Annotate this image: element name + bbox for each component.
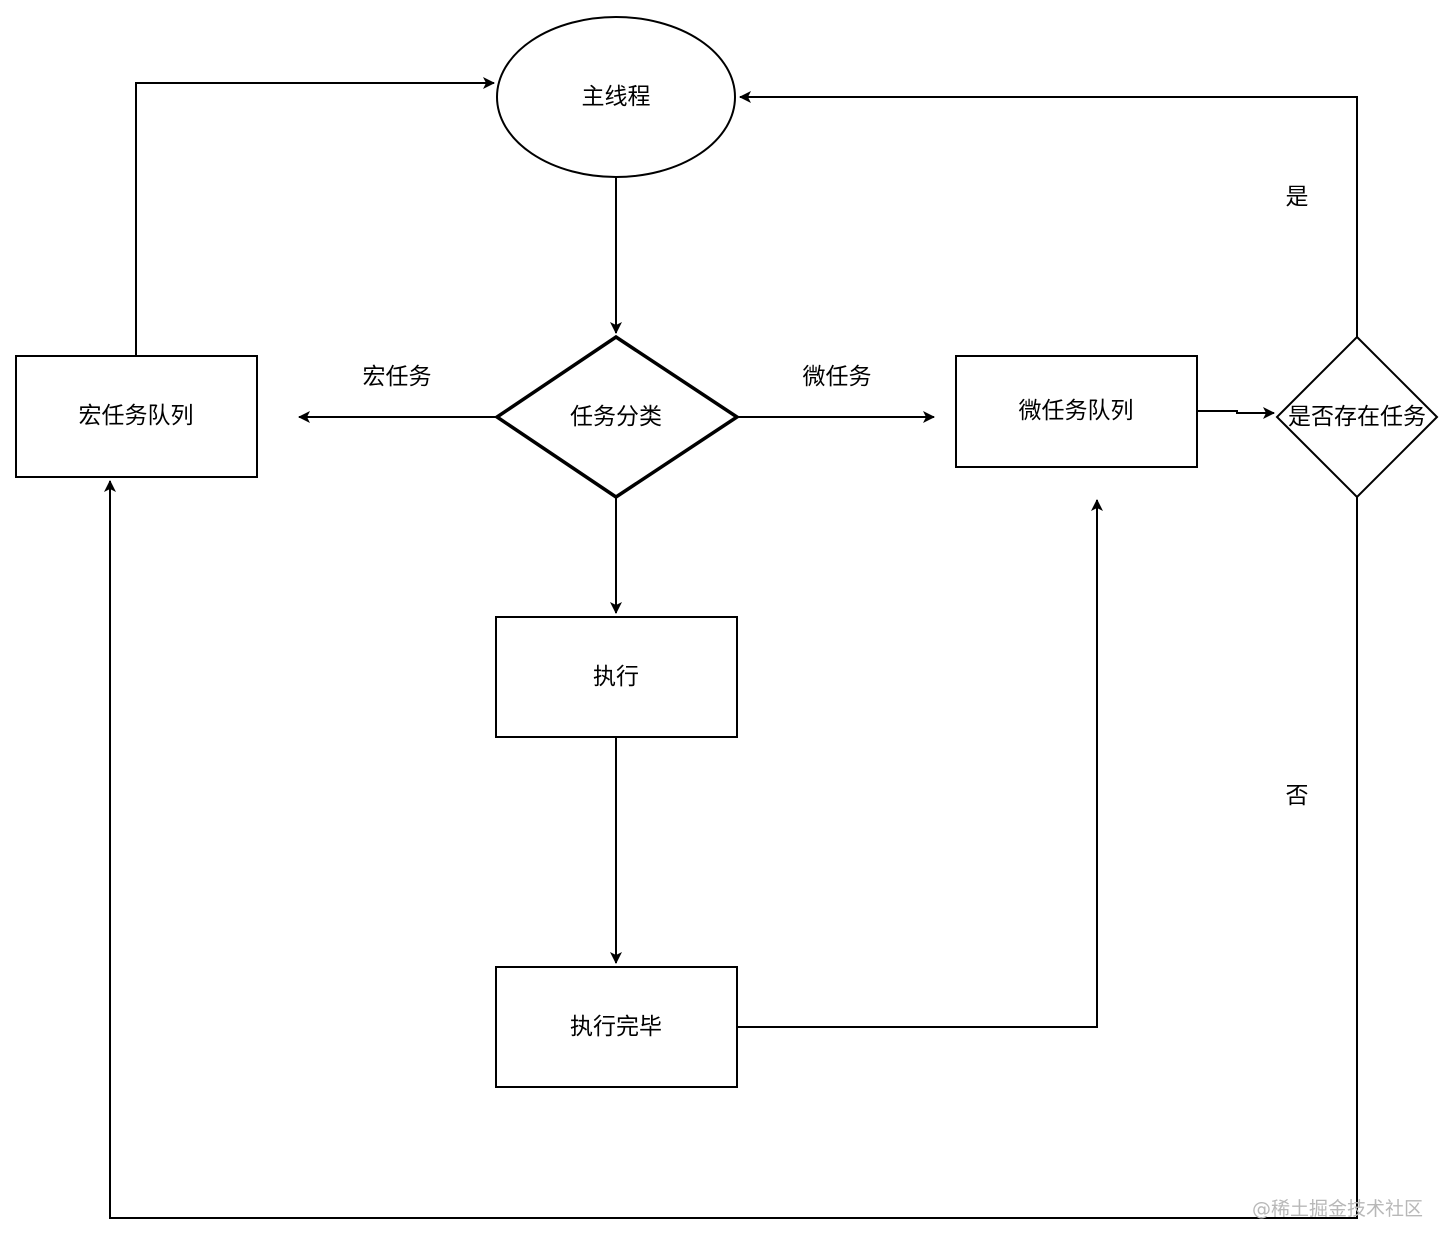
diamond-shape	[493, 334, 741, 500]
rect-shape	[955, 355, 1198, 468]
node-execute: 执行	[495, 616, 738, 738]
node-micro-queue: 微任务队列	[955, 355, 1198, 468]
task-classify-label: 任务分类	[570, 404, 662, 430]
node-macro-queue: 宏任务队列	[15, 355, 258, 478]
edge-check-yes-to-main	[739, 91, 1358, 337]
edge-label-yes: 是	[1286, 184, 1309, 210]
edges	[104, 77, 1358, 1219]
edge-label-micro: 微任务	[803, 364, 872, 390]
edge-label-macro: 宏任务	[363, 364, 432, 390]
node-main-thread: 主线程	[496, 16, 736, 178]
edge-label-no: 否	[1286, 783, 1309, 809]
edge-macro-to-main	[135, 77, 495, 356]
node-execute-done: 执行完毕	[495, 966, 738, 1088]
node-task-classify: 任务分类	[493, 334, 741, 500]
rect-shape	[15, 355, 258, 478]
macro-queue-label: 宏任务队列	[79, 403, 194, 429]
ellipse-shape	[496, 16, 736, 178]
micro-queue-label: 微任务队列	[1019, 398, 1134, 424]
rect-shape	[495, 966, 738, 1088]
rect-shape	[495, 616, 738, 738]
edge-check-no-to-macro	[104, 480, 1358, 1219]
execute-label: 执行	[593, 664, 639, 690]
diamond-shape	[1275, 335, 1439, 499]
execute-done-label: 执行完毕	[570, 1014, 662, 1040]
node-has-task: 是否存在任务	[1275, 335, 1439, 499]
has-task-label: 是否存在任务	[1288, 404, 1426, 430]
edge-done-to-micro	[737, 499, 1103, 1028]
main-thread-label: 主线程	[582, 84, 651, 110]
edge-micro-to-check	[1197, 407, 1275, 419]
watermark: @稀土掘金技术社区	[1252, 1198, 1423, 1220]
